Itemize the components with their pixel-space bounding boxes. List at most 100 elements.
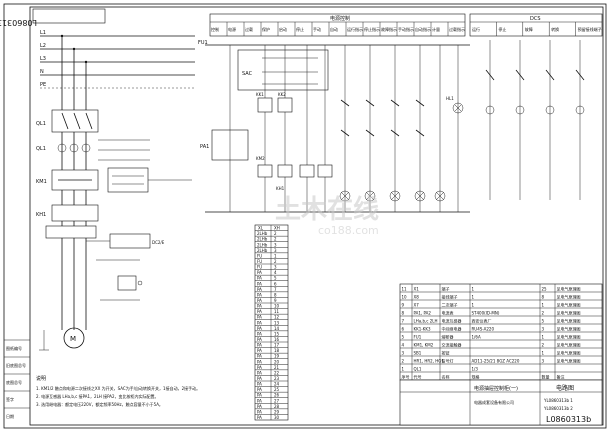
- relay-label: KK1: [256, 92, 264, 97]
- terminal-cell: PA: [257, 409, 262, 414]
- parts-cell: SB1: [414, 351, 422, 356]
- terminal-cell: FU: [257, 265, 262, 270]
- org-name: 电器成套设备有限公司: [474, 399, 514, 405]
- km-label: KM1: [36, 179, 47, 185]
- terminal-cell: 2LHb: [257, 248, 268, 253]
- dcs-cell: 故障: [525, 26, 533, 32]
- indicator-lamp: [434, 190, 446, 202]
- header-cell: 手动: [313, 26, 321, 32]
- terminal-cell: FU: [257, 253, 262, 258]
- parts-cell: RU4S-A220: [472, 327, 495, 332]
- motor: [63, 327, 85, 349]
- stamp-label: 签字: [6, 396, 14, 402]
- terminal-cell: 2: [274, 237, 277, 242]
- terminal-cell: PA: [257, 331, 262, 336]
- notes: 说明 1. KM1/2 触点和电源二次接线之XX 为开关，SAC为手/自动转换开…: [36, 375, 200, 407]
- terminal-cell: PA: [257, 404, 262, 409]
- parts-cell: KM1, KM2: [414, 343, 434, 348]
- indicator-lamp: [389, 190, 401, 202]
- notes-title: 说明: [36, 375, 46, 382]
- bus-label: L3: [40, 56, 46, 62]
- terminal-cell: PA: [257, 354, 262, 359]
- stamp-label: 底图总号: [6, 379, 22, 385]
- dcs-cell: 预留接线端子: [578, 26, 602, 32]
- control-header: 电源控制 控制电源过载保护启动停止手动自动运行指示停止指示故障指示手动指示自动指…: [209, 13, 603, 37]
- header-cell: 电源: [228, 26, 236, 32]
- parts-cell: 6: [402, 327, 405, 332]
- parts-cell: 见电气原理图: [557, 310, 581, 316]
- parts-cell: 见电气原理图: [557, 334, 581, 340]
- parts-cell: 按钮: [442, 350, 450, 356]
- terminal-cell: 2LHb: [257, 237, 268, 242]
- parts-cell: 2: [542, 311, 545, 316]
- parts-cell: X7: [414, 303, 420, 308]
- parts-cell: 3: [402, 351, 405, 356]
- notes-line: 1. KM1/2 触点和电源二次接线之XX 为开关，SAC为手/自动转换开关，1…: [36, 385, 200, 391]
- notes-line: 3. 选用继电器：额定电压220V，额定频率50Hz，触点容量不小于5A。: [36, 401, 163, 407]
- parts-cell: 8: [402, 311, 405, 316]
- selector-sac: [237, 49, 329, 91]
- header-cell: 故障指示: [381, 26, 397, 32]
- parts-cell: 西安仪表厂: [472, 318, 492, 324]
- terminal-cell: PA: [257, 359, 262, 364]
- parts-header: 代号: [414, 374, 422, 380]
- terminal-cell: PA: [257, 320, 262, 325]
- kh-label: KH1: [36, 212, 46, 218]
- terminal-cell: 3: [274, 242, 277, 247]
- parts-cell: 电流互感器: [442, 318, 462, 324]
- parts-cell: QL1: [414, 367, 422, 372]
- parts-cell: 中间继电器: [442, 326, 462, 332]
- terminal-cell: PA: [257, 315, 262, 320]
- parts-header: 规格: [472, 374, 480, 380]
- parts-cell: 熔断器: [442, 334, 454, 340]
- parts-cell: 5: [402, 335, 405, 340]
- parts-cell: 见电气原理图: [557, 302, 581, 308]
- parts-cell: 1: [472, 287, 475, 292]
- terminal-cell: 30: [274, 415, 280, 420]
- title-block: 电源抽屉控制柜(一) 电路图 电器成套设备有限公司 YL0860313b 1 Y…: [399, 379, 603, 426]
- terminal-cell: 27: [274, 398, 280, 403]
- terminal-cell: 1: [274, 253, 277, 258]
- bus-label: L1: [40, 30, 46, 36]
- terminal-cell: 19: [274, 354, 280, 359]
- terminal-cell: 20: [274, 359, 280, 364]
- bus-label: N: [40, 69, 44, 75]
- header-cell: 启动: [279, 26, 287, 32]
- sac-label: SAC: [242, 71, 253, 77]
- main-circuit: QL1 QL1 KM1 KH1 DC2/E: [36, 34, 192, 351]
- bus-label: PE: [40, 82, 46, 88]
- parts-cell: 1/6A: [472, 335, 481, 340]
- parts-cell: 二次端子: [442, 302, 458, 308]
- header-cell: 过载指示: [449, 26, 465, 32]
- terminal-cell: PA: [257, 298, 262, 303]
- header-cell: 手动指示: [398, 26, 414, 32]
- parts-cell: 见电气原理图: [557, 358, 581, 364]
- terminal-cell: 17: [274, 343, 280, 348]
- parts-cell: 信号灯: [442, 358, 454, 364]
- terminal-cell: 3: [274, 265, 277, 270]
- parts-cell: 1: [542, 335, 545, 340]
- power-buses: L1 L2 L3 N PE: [40, 30, 195, 89]
- terminal-cell: 7: [274, 287, 277, 292]
- header-cell: 自动指示: [415, 26, 431, 32]
- parts-cell: 1/3: [472, 367, 479, 372]
- header-cell: 控制: [211, 26, 219, 32]
- terminal-cell: FU: [257, 259, 262, 264]
- parts-cell: 11: [402, 287, 408, 292]
- parts-cell: 5: [542, 319, 545, 324]
- dcs-cell: 运行: [472, 26, 480, 32]
- parts-cell: 4: [402, 343, 405, 348]
- terminal-cell: 28: [274, 404, 280, 409]
- parts-cell: X1: [414, 287, 420, 292]
- terminal-cell: 29: [274, 409, 280, 414]
- terminal-cell: 10: [274, 304, 280, 309]
- dcs-cell: 转换: [551, 26, 559, 32]
- header-cell: 自动: [330, 26, 338, 32]
- fu-label: FU1: [198, 40, 208, 46]
- terminal-header: XL: [258, 226, 264, 231]
- terminal-cell: PA: [257, 309, 262, 314]
- terminal-cell: 3: [274, 248, 277, 253]
- pa-label: PA1: [200, 144, 209, 150]
